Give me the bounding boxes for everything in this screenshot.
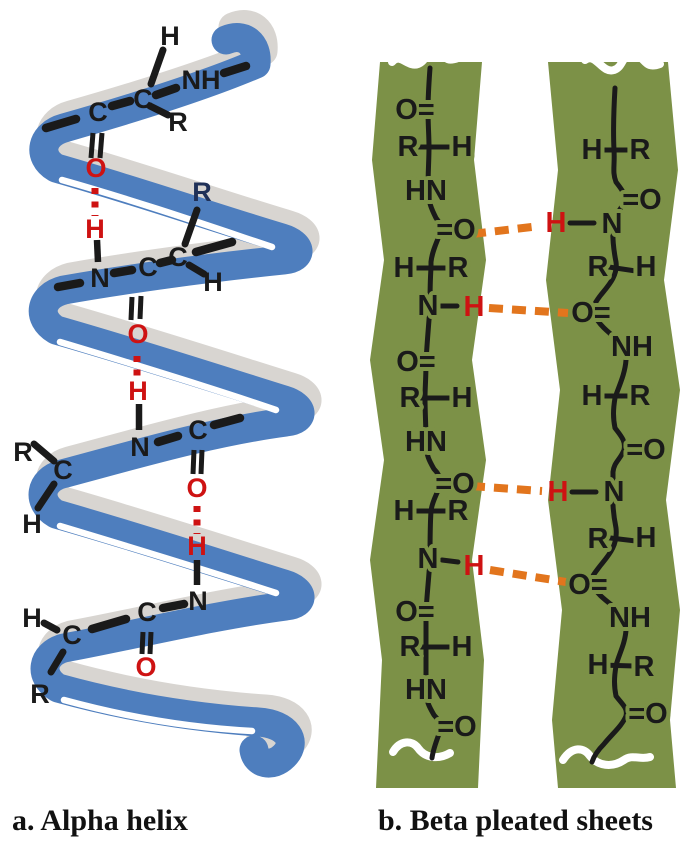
atom-label-r: R: [192, 177, 212, 207]
atom-label-r: R: [398, 131, 419, 163]
atom-label-h: H: [128, 376, 148, 406]
atom-label-o: O=: [396, 346, 436, 378]
atom-label-o: O=: [395, 596, 435, 628]
squiggle-top-left: [388, 45, 462, 69]
atom-label-n: N: [418, 290, 439, 322]
sidechain-bonds: [30, 46, 208, 676]
atom-label-r: R: [634, 651, 655, 683]
atom-label-h: H: [546, 207, 567, 239]
atom-label-n: N: [90, 263, 110, 293]
hydrogen-bond-orange-1: [471, 222, 541, 238]
squiggle-top-right: [581, 49, 664, 75]
hydrogen-bond-orange-4: [489, 566, 567, 586]
atom-label-o: =O: [437, 711, 477, 743]
atom-label-r: R: [448, 252, 469, 284]
atom-label-hn: HN: [405, 674, 447, 706]
atom-label-h: H: [85, 214, 105, 244]
atom-label-r: R: [588, 251, 609, 283]
atom-label-r: R: [588, 523, 609, 555]
hydrogen-bond-orange-2: [488, 304, 569, 317]
atom-label-h: H: [160, 21, 180, 51]
atom-label-h: H: [464, 550, 485, 582]
atom-label-n: N: [130, 432, 150, 462]
atom-label-r: R: [448, 495, 469, 527]
atom-label-h: H: [548, 476, 569, 508]
atom-label-n: N: [602, 208, 623, 240]
atom-label-o: =O: [435, 468, 475, 500]
atom-label-hn: HN: [405, 426, 447, 458]
atom-label-h: H: [452, 631, 473, 663]
atom-label-h: H: [22, 603, 42, 633]
atom-label-o: O: [127, 319, 148, 349]
atom-label-hn: HN: [405, 175, 447, 207]
atom-label-c: C: [133, 84, 153, 114]
atom-label-n: N: [604, 476, 625, 508]
carbonyl-double-bonds: [88, 132, 205, 655]
atom-label-r: R: [400, 631, 421, 663]
atom-label-h: H: [187, 531, 207, 561]
atom-label-r: R: [13, 437, 33, 467]
atom-label-r: R: [630, 134, 651, 166]
atom-label-h: H: [636, 251, 657, 283]
atom-label-o: =O: [622, 184, 662, 216]
atom-label-r: R: [400, 382, 421, 414]
atom-label-h: H: [582, 380, 603, 412]
atom-label-h: H: [582, 134, 603, 166]
atom-label-o: =O: [626, 434, 666, 466]
atom-label-h: H: [394, 495, 415, 527]
hydrogen-bond-orange-3: [470, 482, 543, 495]
squiggle-bottom-right: [559, 745, 654, 769]
atom-label-c: C: [88, 97, 108, 127]
nh-bond-sticks: [93, 239, 201, 585]
backbone-left-strand: [422, 65, 444, 761]
atom-label-o: =O: [628, 698, 668, 730]
atom-label-h: H: [464, 291, 485, 323]
atom-label-r: R: [30, 679, 50, 709]
atom-label-c: C: [138, 252, 158, 282]
atom-label-n: N: [418, 543, 439, 575]
atom-label-nh: NH: [611, 331, 653, 363]
backbone-right-strand: [589, 85, 629, 765]
helix-ribbon: [28, 23, 315, 778]
squiggle-bottom-left: [389, 738, 454, 762]
atom-label-nh: NH: [609, 602, 651, 634]
atom-label-o: O: [186, 473, 207, 503]
atom-label-c: C: [137, 597, 157, 627]
atom-label-h: H: [203, 267, 223, 297]
atom-label-h: H: [636, 522, 657, 554]
atom-label-c: C: [53, 455, 73, 485]
atom-label-h: H: [452, 382, 473, 414]
caption-alpha-helix: a. Alpha helix: [12, 804, 188, 837]
atom-label-o: O=: [395, 94, 435, 126]
atom-label-c: C: [168, 242, 188, 272]
atom-label-r: R: [168, 107, 188, 137]
strand-continuation-squiggles: [388, 45, 664, 769]
atom-label-h: H: [22, 509, 42, 539]
atom-label-o: O: [85, 153, 106, 183]
peptide-bond-dashes: [41, 61, 251, 634]
atom-label-o: O=: [568, 569, 608, 601]
inter-strand-hydrogen-bonds: [470, 222, 569, 586]
atom-label-h: H: [588, 649, 609, 681]
atom-label-n: N: [188, 586, 208, 616]
atom-label-h: H: [452, 131, 473, 163]
atom-label-c: C: [188, 415, 208, 445]
atom-label-o: O=: [571, 297, 611, 329]
atom-label-r: R: [630, 380, 651, 412]
hydrogen-bonds-dotted-red: [91, 188, 201, 534]
beta-crossbar-bonds: [407, 144, 639, 669]
atom-label-o: =O: [436, 214, 476, 246]
atom-label-nh: NH: [182, 65, 221, 95]
atom-label-o: O: [135, 652, 156, 682]
atom-label-c: C: [62, 620, 82, 650]
helix-ribbon-stripes: [56, 176, 280, 735]
atom-label-h: H: [394, 252, 415, 284]
caption-beta-sheets: b. Beta pleated sheets: [378, 804, 653, 837]
